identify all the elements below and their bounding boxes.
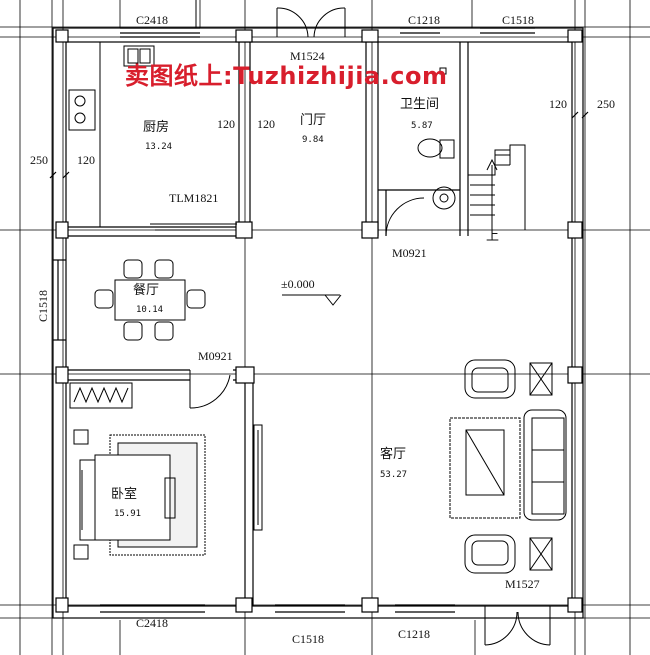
dimension-120-kitchen: 120 [217, 117, 235, 131]
dimension-ticks [49, 111, 589, 179]
dimension-250-right: 250 [597, 97, 615, 111]
window-code-c1218-bottom: C1218 [398, 627, 431, 641]
room-area-bathroom: 5.87 [411, 121, 433, 131]
dimension-120-foyer: 120 [257, 117, 275, 131]
watermark: 卖图纸上:Tuzhizhijia.com [125, 62, 448, 90]
room-area-living: 53.27 [380, 470, 408, 480]
window-code-c1518-top: C1518 [502, 13, 535, 27]
elevation-marker-icon [282, 294, 342, 306]
room-area-bedroom: 15.91 [114, 509, 142, 519]
bed-icon [73, 429, 206, 560]
room-name-bedroom: 卧室 [111, 487, 138, 502]
dimension-120-left: 120 [77, 153, 95, 167]
front-door-icon [484, 606, 551, 646]
wardrobe-icon [69, 382, 133, 409]
entrance-door-icon [195, 0, 346, 38]
dining-table-icon [94, 259, 206, 341]
window-code-c1218-top: C1218 [408, 13, 441, 27]
room-name-kitchen: 厨房 [143, 120, 170, 135]
room-name-bathroom: 卫生间 [400, 97, 440, 112]
kitchen-fixtures-icon [68, 42, 155, 227]
sliding-door-icon [150, 223, 237, 231]
door-code-tlm1821: TLM1821 [169, 191, 219, 205]
window-code-c1518-bottom: C1518 [292, 632, 325, 646]
window-code-c2418-bottom: C2418 [136, 616, 169, 630]
stair-icon [468, 144, 526, 238]
living-room-furniture-icon [449, 359, 567, 574]
room-name-foyer: 门厅 [300, 113, 327, 128]
room-name-living: 客厅 [380, 447, 407, 462]
room-name-dining: 餐厅 [133, 283, 160, 298]
dimension-250-left: 250 [30, 153, 48, 167]
elevation-label: ±0.000 [281, 277, 315, 291]
walls [52, 27, 584, 619]
room-area-foyer: 9.84 [302, 135, 324, 145]
window-code-c1518-left: C1518 [36, 289, 50, 322]
bedroom-door-icon [189, 370, 231, 409]
door-code-m1527: M1527 [505, 577, 540, 591]
door-code-m1524: M1524 [290, 49, 325, 63]
door-code-m0921-bed: M0921 [198, 349, 233, 363]
room-area-kitchen: 13.24 [145, 142, 173, 152]
room-area-dining: 10.14 [136, 305, 164, 315]
bedroom-side-window [253, 424, 263, 531]
dimension-120-right: 120 [549, 97, 567, 111]
window-code-c2418-top: C2418 [136, 13, 169, 27]
door-code-m0921-bath: M0921 [392, 246, 427, 260]
stair-up-label: 上 [486, 229, 500, 244]
bathroom-fixtures-icon [385, 67, 456, 237]
